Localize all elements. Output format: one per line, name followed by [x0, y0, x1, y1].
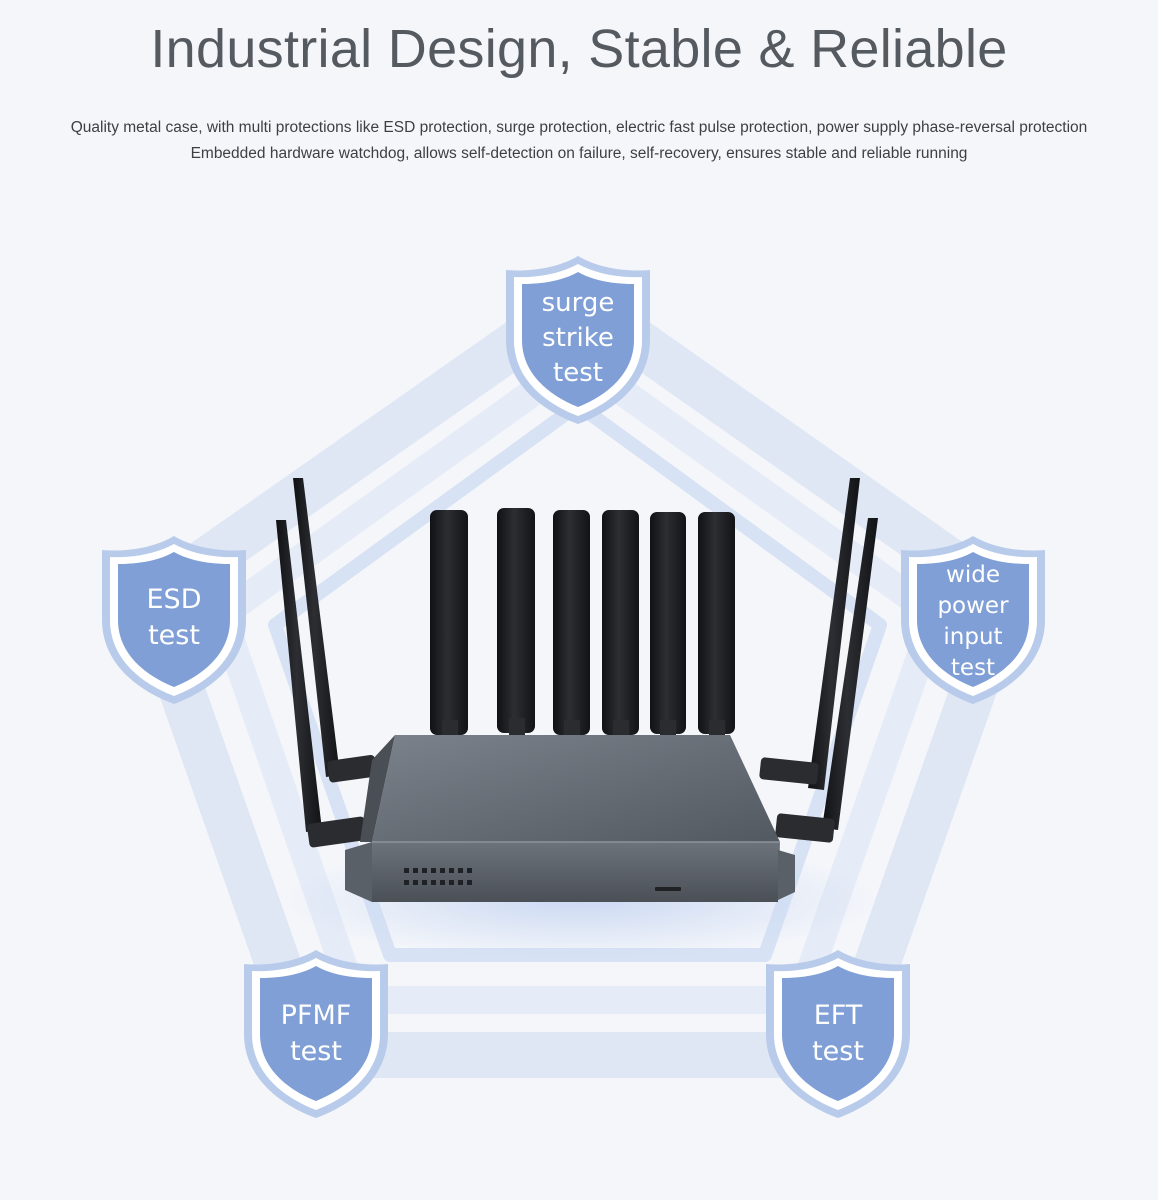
badge-label: EFT test	[812, 1000, 864, 1067]
router-body	[345, 735, 795, 902]
badge-label: wide power input test	[937, 562, 1009, 681]
shield-icon	[901, 536, 1045, 704]
sim-slot	[655, 887, 681, 891]
esd-badge: ESD test	[96, 532, 252, 708]
wide-power-badge: wide power input test	[895, 532, 1051, 708]
badge-label: surge strike test	[541, 288, 615, 388]
badge-label: ESD test	[146, 584, 202, 651]
shield-icon	[506, 256, 650, 424]
page-title: Industrial Design, Stable & Reliable	[150, 19, 1008, 79]
led-panel	[404, 868, 472, 885]
shield-icon	[766, 950, 910, 1118]
shield-icon	[102, 536, 246, 704]
badge-label: PFMF test	[280, 1000, 352, 1067]
top-antennas	[430, 508, 735, 746]
pfmf-badge: PFMF test	[238, 946, 394, 1122]
surge-strike-badge: surge strike test	[500, 252, 656, 428]
shield-icon	[244, 950, 388, 1118]
eft-badge: EFT test	[760, 946, 916, 1122]
description-line-1: Quality metal case, with multi protectio…	[70, 119, 1088, 136]
description-line-2: Embedded hardware watchdog, allows self-…	[190, 145, 968, 162]
left-antennas	[276, 478, 377, 848]
right-antennas	[759, 478, 878, 843]
